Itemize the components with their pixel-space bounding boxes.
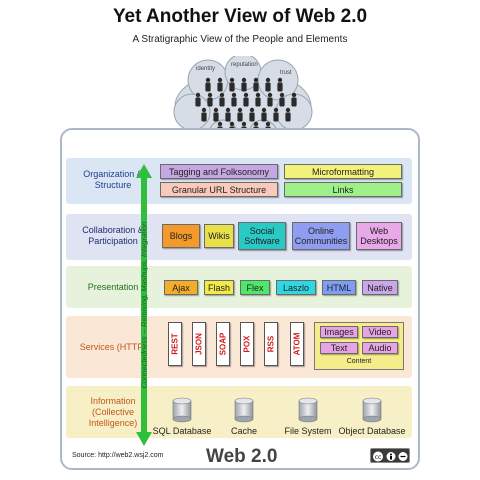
connectedness-label: Connectedness -- Remixing, Mashups, Inte…	[139, 221, 149, 389]
soap-box: SOAP	[216, 322, 230, 366]
microformatting-box: Microformatting	[284, 164, 402, 179]
person-icon	[229, 77, 235, 92]
pox-label: POX	[242, 335, 252, 353]
person-icon	[217, 77, 223, 92]
person-icon	[237, 107, 243, 122]
source-note: Source: http://web2.wsj2.com	[72, 452, 164, 459]
web-desktops-box: Web Desktops	[356, 222, 402, 250]
images-box: Images	[320, 326, 358, 338]
text-box: Text	[320, 342, 358, 354]
html-box: HTML	[322, 280, 356, 295]
laszlo-box: Laszlo	[276, 280, 316, 295]
person-icon	[207, 92, 213, 107]
svg-text:cc: cc	[375, 454, 382, 461]
person-icon	[249, 107, 255, 122]
web20-brand: Web 2.0	[206, 446, 278, 467]
person-icon	[225, 107, 231, 122]
person-icon	[267, 92, 273, 107]
person-icon	[201, 107, 207, 122]
person-icon	[291, 92, 297, 107]
audio-box: Audio	[362, 342, 398, 354]
person-icon	[273, 107, 279, 122]
person-icon	[279, 92, 285, 107]
sql-database-label: SQL Database	[152, 426, 212, 436]
rest-label: REST	[170, 333, 180, 355]
online-communities-box: Online Communities	[292, 222, 350, 250]
person-icon	[219, 92, 225, 107]
cc-glyphs: cc	[373, 451, 408, 462]
tagging-folksonomy-box: Tagging and Folksonomy	[160, 164, 278, 179]
atom-label: ATOM	[292, 332, 302, 356]
person-icon	[213, 107, 219, 122]
person-icon	[241, 77, 247, 92]
file-system-label: File System	[284, 426, 332, 436]
person-icon	[277, 77, 283, 92]
links-box: Links	[284, 182, 402, 197]
rss-label: RSS	[266, 335, 276, 353]
json-box: JSON	[192, 322, 206, 366]
soap-label: SOAP	[218, 332, 228, 356]
atom-box: ATOM	[290, 322, 304, 366]
person-icon	[205, 77, 211, 92]
person-icon	[261, 107, 267, 122]
layer-label-presentation: Presentation	[87, 281, 139, 292]
person-icon	[253, 77, 259, 92]
cloud-label-identity: identity	[196, 66, 215, 72]
pox-box: POX	[240, 322, 254, 366]
cache-label: Cache	[230, 426, 257, 436]
ajax-box: Ajax	[164, 280, 198, 295]
granular-url-box: Granular URL Structure	[160, 182, 278, 197]
layer-label-organization: Organization & Structure	[83, 169, 143, 190]
layer-label-collaboration: Collaboration & Participation	[82, 225, 144, 246]
native-box: Native	[362, 280, 398, 295]
cloud-label-trust: trust	[280, 70, 292, 76]
social-software-box: Social Software	[238, 222, 286, 250]
person-icon	[285, 107, 291, 122]
flash-box: Flash	[204, 280, 234, 295]
content-label: Content	[346, 358, 372, 365]
rest-box: REST	[168, 322, 182, 366]
page-subtitle: A Stratigraphic View of the People and E…	[132, 34, 348, 45]
person-icon	[231, 92, 237, 107]
object-database-label: Object Database	[338, 426, 406, 436]
blogs-box: Blogs	[162, 224, 200, 248]
person-icon	[255, 92, 261, 107]
person-icon	[265, 77, 271, 92]
layer-label-information: Information (Collective Intelligence)	[88, 395, 138, 428]
wikis-box: Wikis	[204, 224, 234, 248]
person-icon	[243, 92, 249, 107]
rss-box: RSS	[264, 322, 278, 366]
page-title: Yet Another View of Web 2.0	[112, 6, 368, 27]
creative-commons-icon: cc	[370, 448, 410, 463]
layer-label-services: Services (HTTP)	[79, 341, 147, 352]
flex-box: Flex	[240, 280, 270, 295]
cloud-label-reputation: reputation	[231, 62, 258, 68]
json-label: JSON	[194, 333, 204, 355]
person-icon	[195, 92, 201, 107]
video-box: Video	[362, 326, 398, 338]
